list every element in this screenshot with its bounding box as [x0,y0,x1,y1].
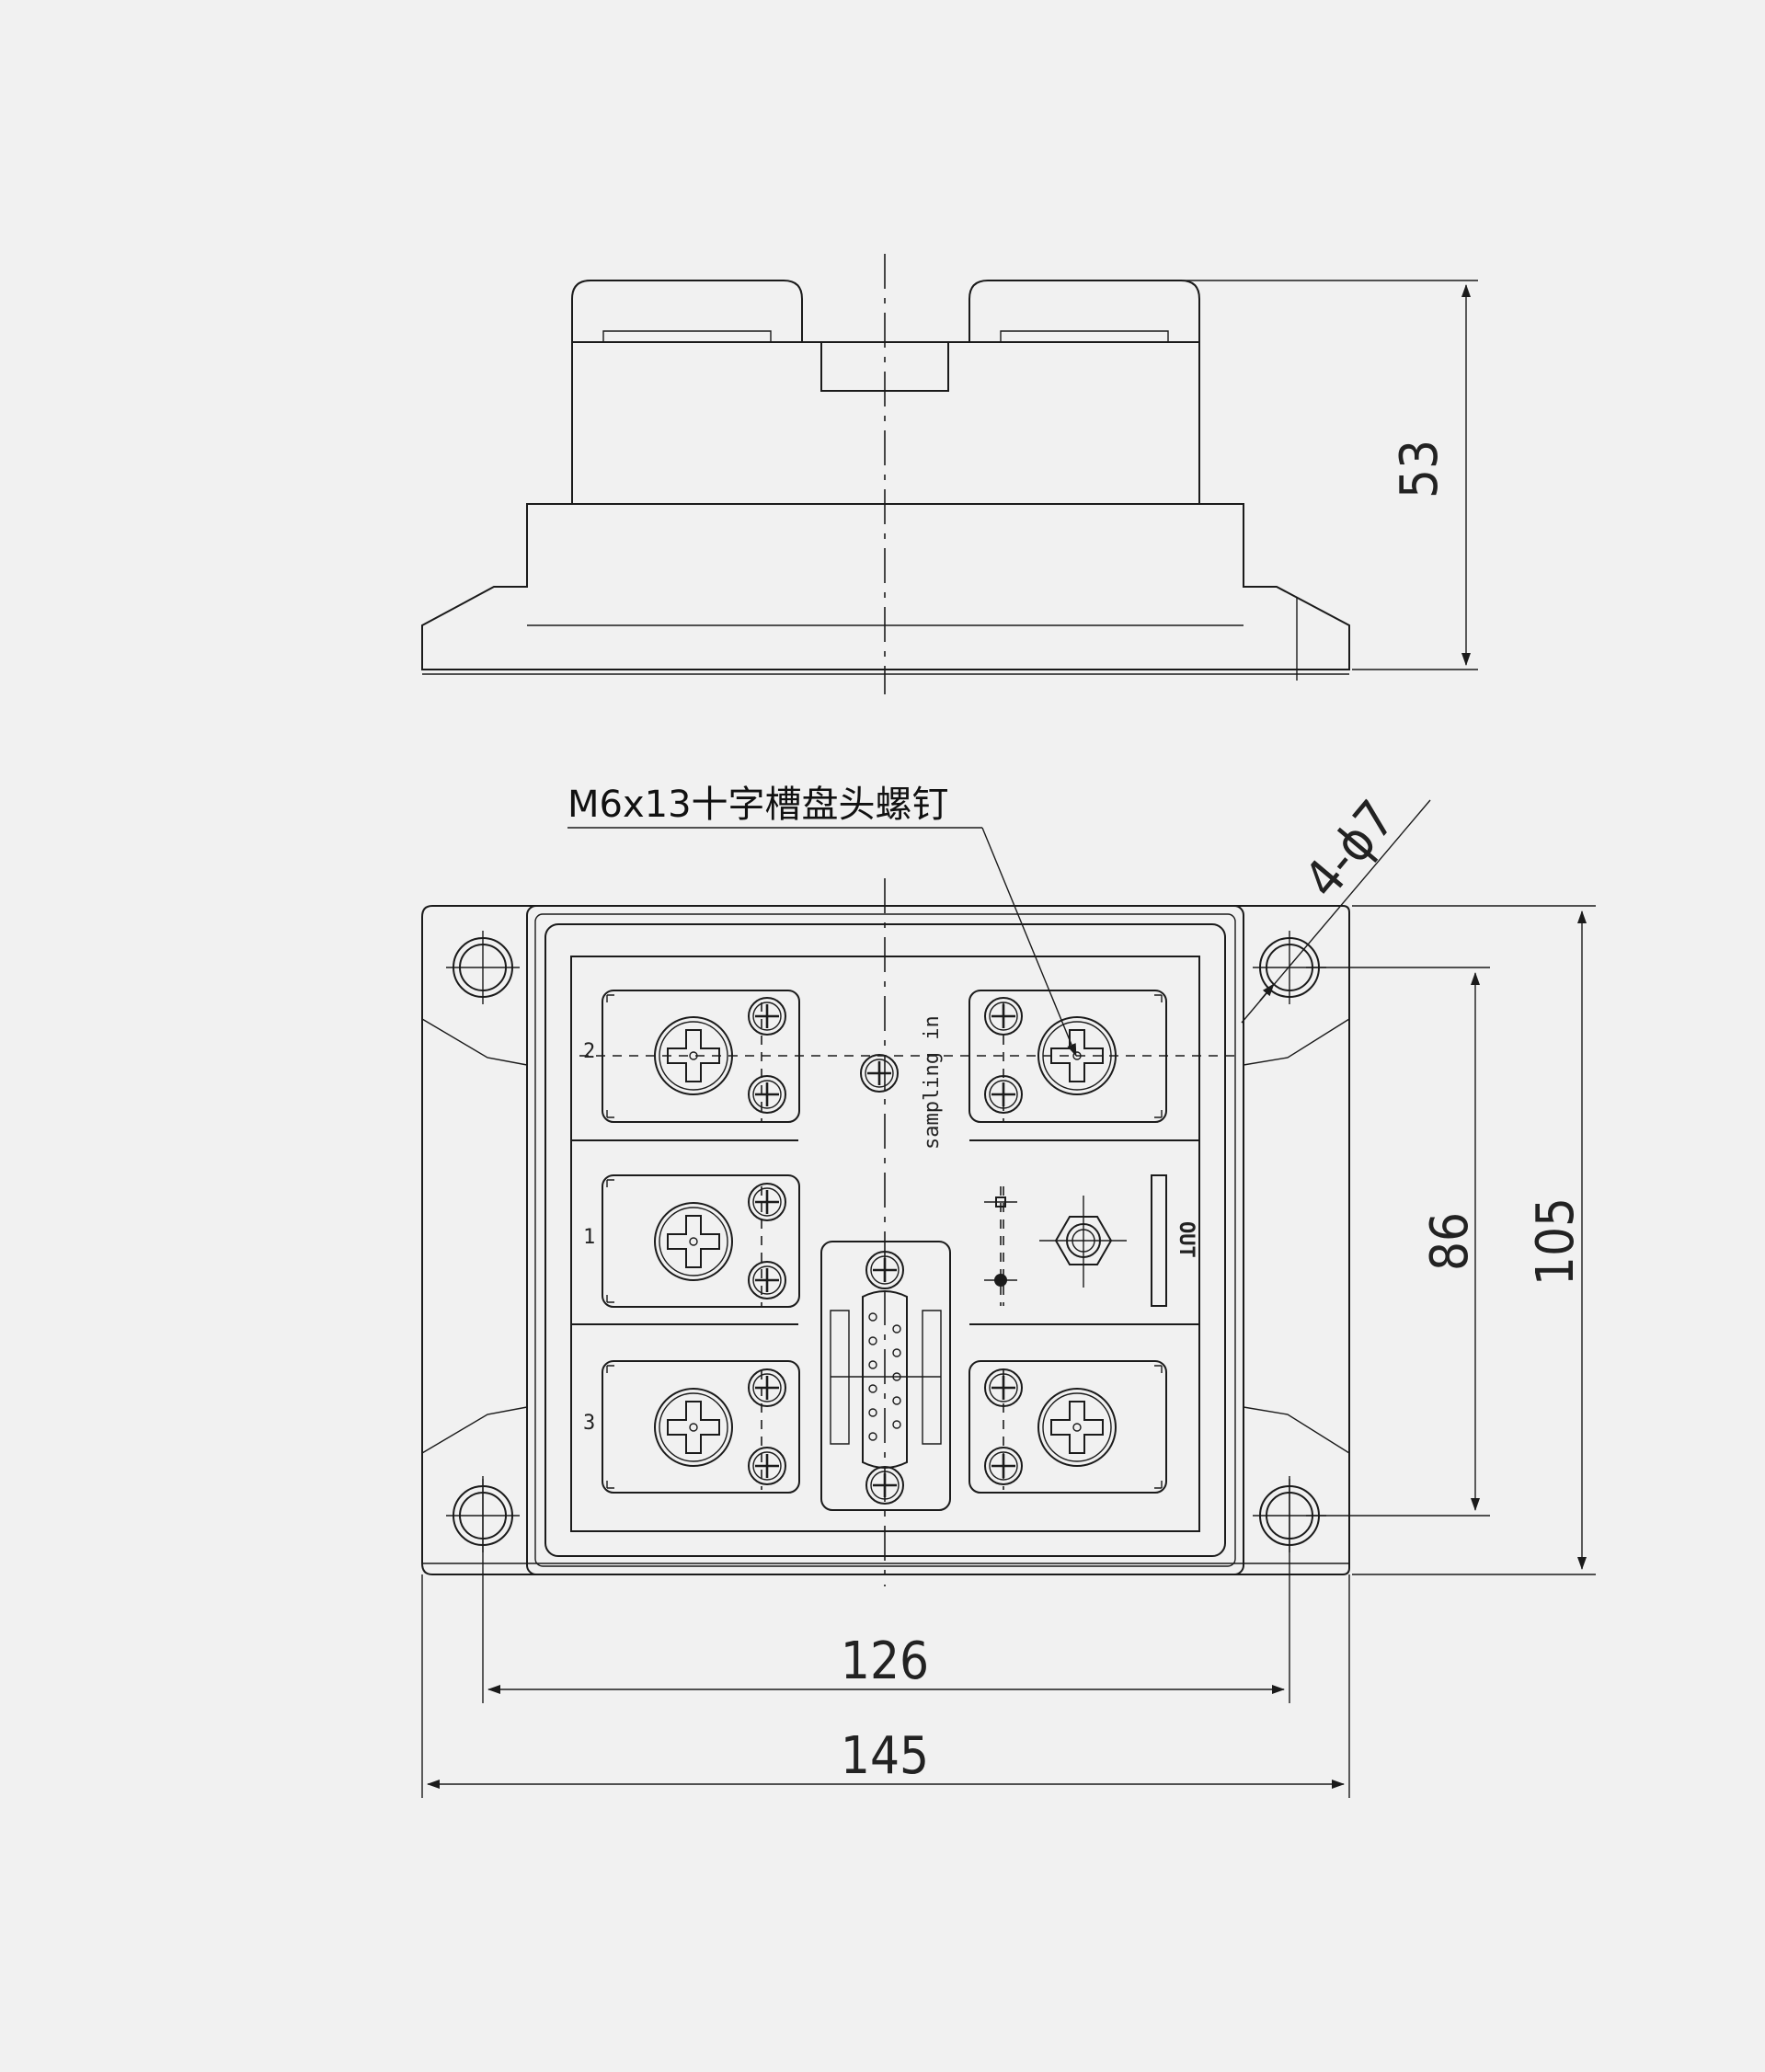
screw-callout-label: M6x13十字槽盘头螺钉 [567,784,949,826]
nut-icon [747,1446,787,1486]
dim-105: 105 [1526,1197,1586,1286]
nut-icon [859,1053,900,1093]
terminal-label-2: 2 [583,1040,595,1063]
nut-icon [747,1368,787,1408]
nut-icon [747,1182,787,1222]
db-pins [868,1312,901,1441]
screw-callout: M6x13十字槽盘头螺钉 [567,784,1077,1057]
side-view: 53 [421,254,1478,694]
top-view: 2 1 3 sampling in OUT [421,790,1596,1798]
nut-icon [747,1260,787,1300]
terminal-label-3: 3 [583,1412,595,1435]
nut-icon [747,1074,787,1115]
sampling-in-label: sampling in [921,1015,944,1150]
hole-spec-label: 4-ϕ7 [1293,790,1407,910]
dim-126: 126 [841,1631,929,1691]
screw-icon [1037,1388,1117,1467]
out-label: OUT [1175,1221,1198,1258]
dim-53: 53 [1390,440,1450,498]
screw-icon [654,1388,733,1467]
dim-145: 145 [841,1726,929,1786]
dim-86: 86 [1420,1212,1480,1271]
nut-icon [747,996,787,1036]
screw-icon [654,1202,733,1281]
terminal-label-1: 1 [583,1226,595,1249]
